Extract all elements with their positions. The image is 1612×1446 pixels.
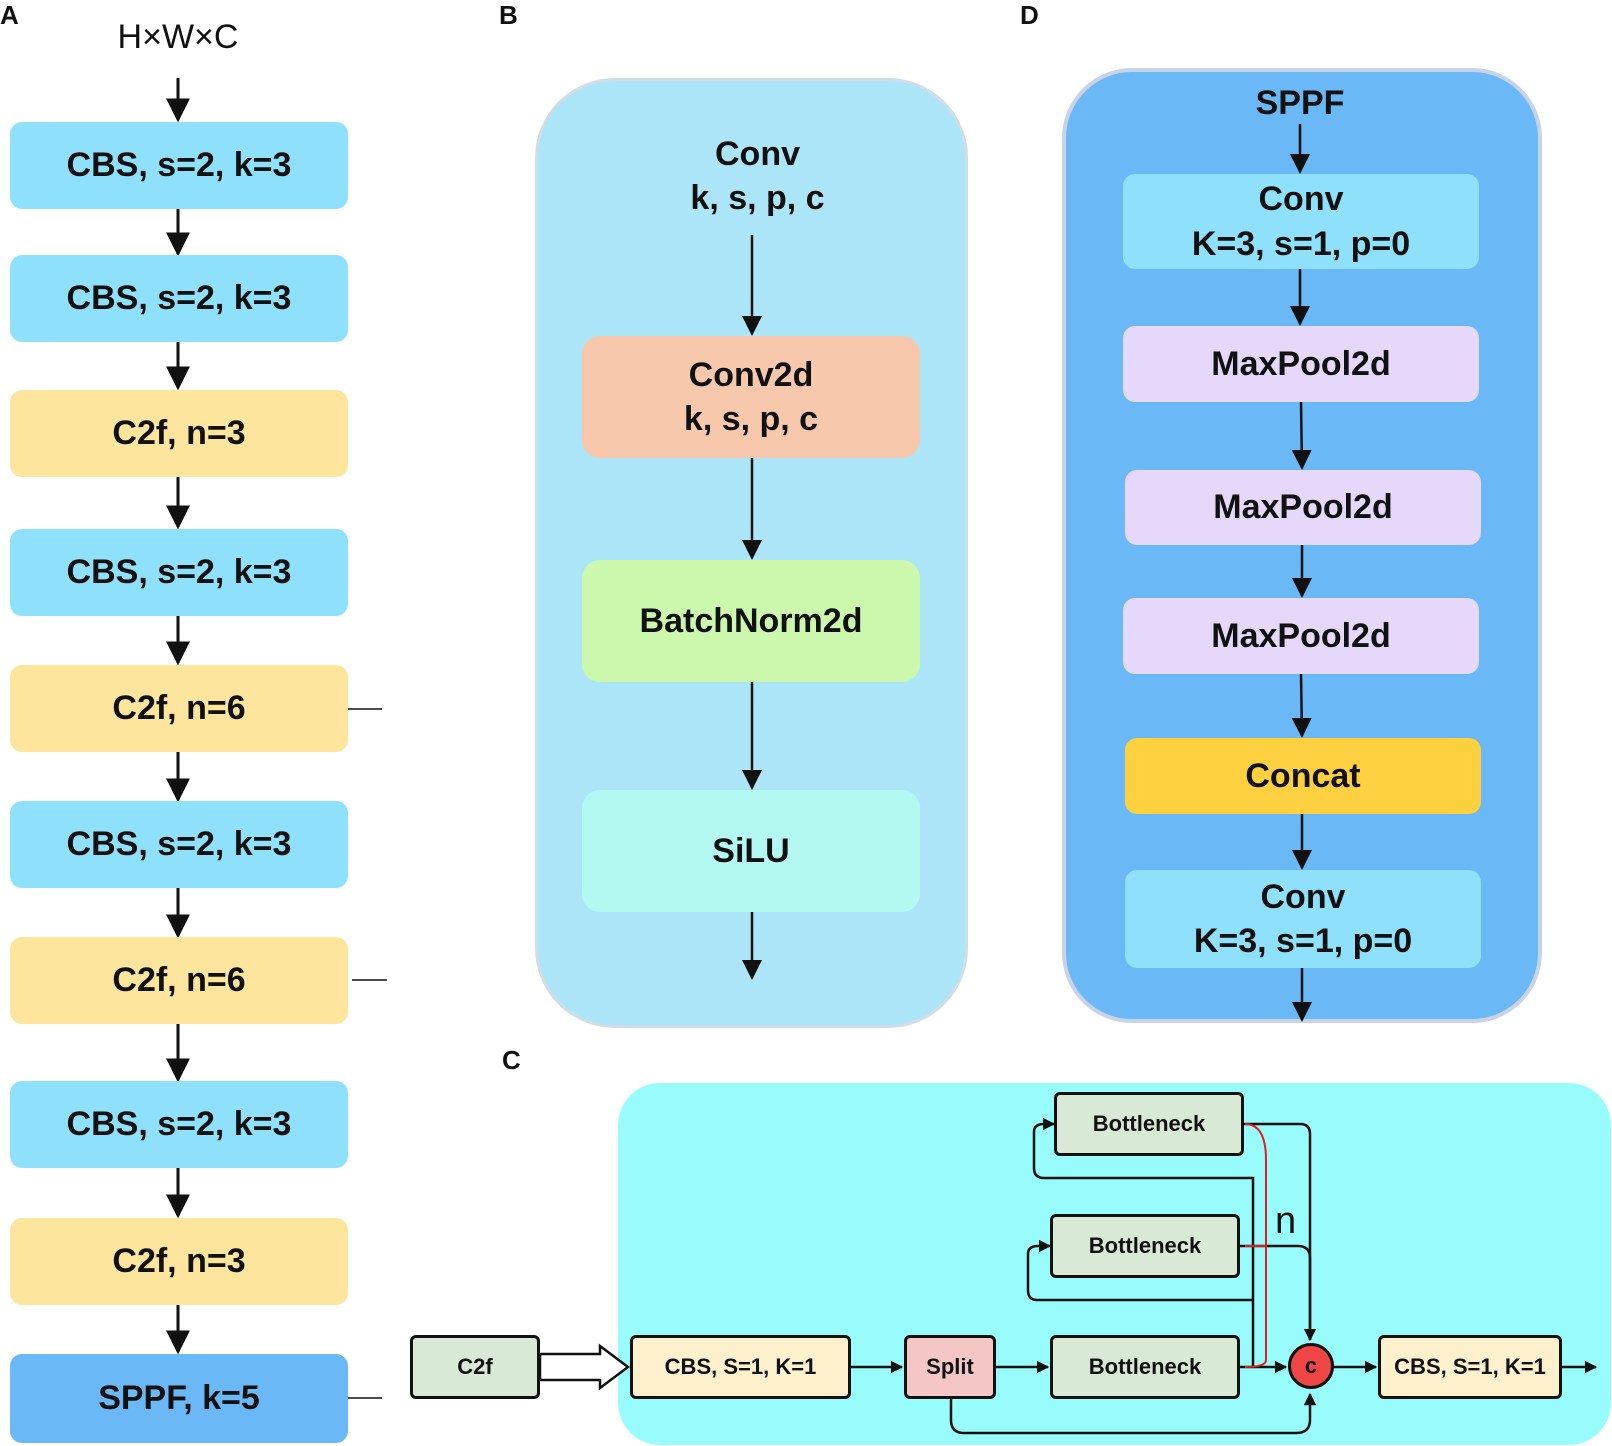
input-shape-label: H×W×C xyxy=(117,18,239,56)
sppf-conv-in-block: Conv K=3, s=1, p=0 xyxy=(1123,174,1479,269)
sppf-conv-out-block: Conv K=3, s=1, p=0 xyxy=(1125,870,1481,968)
batchnorm-block: BatchNorm2d xyxy=(582,560,920,682)
backbone-cbs-block-2: CBS, s=2, k=3 xyxy=(10,255,348,342)
sppf-title: SPPF xyxy=(1255,84,1345,122)
bottleneck-block-2: Bottleneck xyxy=(1050,1214,1240,1278)
panel-d-label: D xyxy=(1020,0,1039,30)
bottleneck-block-3: Bottleneck xyxy=(1050,1335,1240,1399)
panel-b-label: B xyxy=(499,0,518,30)
panel-c-label: C xyxy=(502,1045,521,1075)
backbone-cbs-block-3: CBS, s=2, k=3 xyxy=(10,529,348,616)
backbone-c2f-block-3: C2f, n=6 xyxy=(10,937,348,1024)
backbone-cbs-block-1: CBS, s=2, k=3 xyxy=(10,122,348,209)
backbone-cbs-block-4: CBS, s=2, k=3 xyxy=(10,801,348,888)
silu-block: SiLU xyxy=(582,790,920,912)
panel-a-label: A xyxy=(0,0,19,30)
backbone-cbs-block-5: CBS, s=2, k=3 xyxy=(10,1081,348,1168)
conv2d-block: Conv2d k, s, p, c xyxy=(582,336,920,458)
concat-node: c xyxy=(1288,1343,1334,1389)
maxpool-block-2: MaxPool2d xyxy=(1125,470,1481,545)
maxpool-block-3: MaxPool2d xyxy=(1123,598,1479,674)
backbone-c2f-block-4: C2f, n=3 xyxy=(10,1218,348,1305)
c2f-input-block: C2f xyxy=(410,1335,540,1399)
backbone-c2f-block-1: C2f, n=3 xyxy=(10,390,348,477)
cbs-output-block: CBS, S=1, K=1 xyxy=(1378,1335,1562,1399)
repeat-count-label: n xyxy=(1275,1200,1297,1242)
backbone-c2f-block-2: C2f, n=6 xyxy=(10,665,348,752)
bottleneck-block-1: Bottleneck xyxy=(1054,1092,1244,1156)
backbone-sppf-block: SPPF, k=5 xyxy=(10,1354,348,1443)
conv-title: Conv k, s, p, c xyxy=(690,135,825,218)
split-block: Split xyxy=(904,1335,996,1399)
maxpool-block-1: MaxPool2d xyxy=(1123,326,1479,402)
cbs-input-block: CBS, S=1, K=1 xyxy=(630,1335,851,1399)
concat-block: Concat xyxy=(1125,738,1481,814)
